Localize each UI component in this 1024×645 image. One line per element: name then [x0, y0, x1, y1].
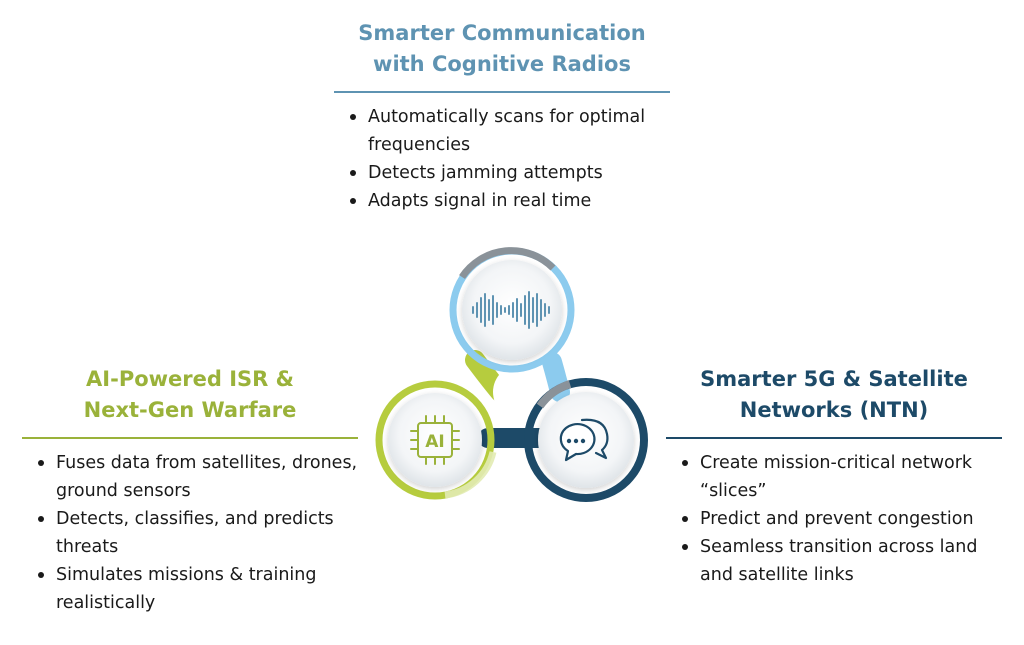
chat-dots — [566, 438, 586, 444]
bullet-item: Seamless transition across land and sate… — [678, 533, 1002, 589]
bullet-item: Simulates missions & training realistica… — [34, 561, 358, 617]
5g-ntn-bullets: Create mission-critical network “slices”… — [678, 449, 1002, 589]
cognitive-radios-bullets: Automatically scans for optimal frequenc… — [346, 103, 706, 215]
ai-chip-node: AI — [375, 380, 497, 500]
ai-isr-title: AI-Powered ISR & Next-Gen Warfare — [22, 364, 358, 426]
cognitive-radios-section: Smarter Communication with Cognitive Rad… — [334, 18, 670, 215]
bullet-item: Predict and prevent congestion — [678, 505, 1002, 533]
bullet-item: Fuses data from satellites, drones, grou… — [34, 449, 358, 505]
center-hub-diagram: AI — [375, 247, 648, 502]
5g-ntn-title: Smarter 5G & Satellite Networks (NTN) — [666, 364, 1002, 426]
ai-isr-bullets: Fuses data from satellites, drones, grou… — [34, 449, 358, 617]
cognitive-radios-title-line2: with Cognitive Radios — [373, 52, 631, 76]
hub-connectors — [465, 350, 570, 448]
5g-ntn-section: Smarter 5G & Satellite Networks (NTN) Cr… — [666, 364, 1002, 589]
ai-chip-label: AI — [425, 432, 444, 452]
bullet-item: Create mission-critical network “slices” — [678, 449, 1002, 505]
ai-isr-title-line1: AI-Powered ISR & — [86, 367, 294, 391]
ai-isr-divider — [22, 437, 358, 439]
ai-isr-section: AI-Powered ISR & Next-Gen Warfare Fuses … — [22, 364, 358, 617]
bullet-item: Adapts signal in real time — [346, 187, 706, 215]
ai-chip-icon — [410, 415, 460, 465]
cognitive-radios-title: Smarter Communication with Cognitive Rad… — [334, 18, 670, 80]
5g-ntn-divider — [666, 437, 1002, 439]
bullet-item: Detects jamming attempts — [346, 159, 706, 187]
cognitive-radios-title-line1: Smarter Communication — [358, 21, 646, 45]
sound-wave-icon — [472, 291, 550, 329]
chat-bubbles-node — [524, 378, 648, 502]
5g-ntn-title-line1: Smarter 5G & Satellite — [700, 367, 968, 391]
center-gap — [493, 365, 547, 419]
cognitive-radios-divider — [334, 91, 670, 93]
bullet-item: Automatically scans for optimal frequenc… — [346, 103, 706, 159]
bullet-item: Detects, classifies, and predicts threat… — [34, 505, 358, 561]
sound-wave-node — [449, 247, 575, 373]
5g-ntn-title-line2: Networks (NTN) — [739, 398, 929, 422]
ai-isr-title-line2: Next-Gen Warfare — [83, 398, 297, 422]
